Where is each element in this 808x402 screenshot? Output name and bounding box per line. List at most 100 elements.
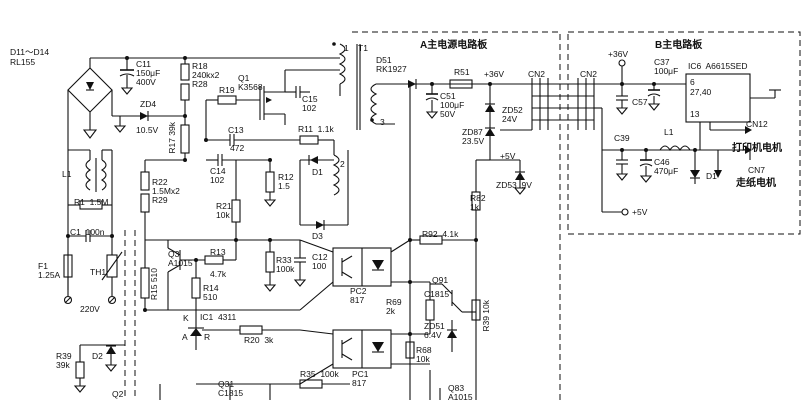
label-d1: D1 xyxy=(312,167,323,177)
label-paper-motor: 走纸电机 xyxy=(736,178,776,189)
transistor-q31-row xyxy=(159,379,350,400)
label-c57: C57 xyxy=(632,97,648,107)
label-r13-value: 4.7k xyxy=(210,269,227,279)
label-r: R xyxy=(204,332,211,342)
mosfet-q1 xyxy=(185,57,340,125)
label-zd53: ZD53 9V xyxy=(496,180,532,190)
label-r20: R20 3k xyxy=(244,335,274,345)
label-c13-value: 472 xyxy=(230,143,245,153)
label-d2: D2 xyxy=(92,351,103,361)
resistor-r21 xyxy=(231,160,241,242)
label-r17: R17 39k xyxy=(167,122,177,154)
label-c14: C14 102 xyxy=(210,166,226,185)
optocoupler-pc2 xyxy=(299,239,411,311)
label-pc2: PC2 817 xyxy=(350,286,367,305)
label-pin3: 3 xyxy=(380,117,385,127)
fuse-thermistor xyxy=(63,251,123,305)
feedback-network xyxy=(405,281,481,400)
label-zd4: ZD4 xyxy=(140,99,157,109)
label-pin13: 13 xyxy=(690,109,700,119)
label-220v: 220V xyxy=(80,304,100,314)
label-pin2740: 27,40 xyxy=(690,87,712,97)
label-rl155: RL155 xyxy=(10,57,36,67)
capacitor-c11 xyxy=(119,58,135,95)
label-zd4-voltage: 10.5V xyxy=(136,125,159,135)
zener-zd4 xyxy=(112,111,185,133)
label-r69: R69 2k xyxy=(386,297,402,316)
label-r82: R82 1k xyxy=(470,193,486,212)
label-ic1: IC1 4311 xyxy=(200,312,237,322)
label-r15: R15 510 xyxy=(149,268,159,301)
transformer-t1 xyxy=(332,42,395,225)
board-b-boundary xyxy=(567,31,801,235)
label-d11-d14: D11～D14 xyxy=(10,47,50,57)
label-c12: C12 100 xyxy=(312,252,328,271)
label-c46: C46 470μF xyxy=(654,157,679,176)
b-board-components xyxy=(602,59,781,184)
resistor-r18-r28 xyxy=(180,58,190,160)
regulator-ic1 xyxy=(188,318,300,350)
label-q3: Q3 A1015 xyxy=(168,249,193,268)
label-r14: R14 510 xyxy=(203,283,219,302)
label-ic6: IC6 A6615SED xyxy=(688,61,748,71)
label-5v-a: +5V xyxy=(500,151,516,161)
label-d3: D3 xyxy=(312,231,323,241)
diode-d1-d3 xyxy=(299,155,348,230)
resistor-r19 xyxy=(205,95,237,140)
capacitor-c15 xyxy=(285,86,310,98)
label-c13: C13 xyxy=(228,125,244,135)
label-k: K xyxy=(183,313,189,323)
label-36v-a: +36V xyxy=(484,69,505,79)
capacitor-c14 xyxy=(206,154,277,207)
label-q31: Q31 C1815 xyxy=(218,379,244,398)
capacitor-c13-row xyxy=(206,134,335,155)
optocoupler-pc1 xyxy=(299,329,410,385)
label-r39-10k: R39 10k xyxy=(481,300,491,332)
label-r68: R68 10k xyxy=(416,345,432,364)
transistor-q3 xyxy=(140,239,300,318)
inductor-l1 xyxy=(67,149,113,205)
capacitor-c51 xyxy=(425,84,439,119)
label-r1: R1 1.5M xyxy=(74,197,109,207)
resistor-r1-capacitor-c1 xyxy=(67,200,113,290)
label-5v-b: +5V xyxy=(632,207,648,217)
label-c39: C39 xyxy=(614,133,630,143)
label-c1815: C1815 xyxy=(424,289,450,299)
label-c1: C1 100n xyxy=(70,227,105,237)
label-r21: R21 10k xyxy=(216,201,232,220)
label-r39-left: R39 39k xyxy=(56,351,72,370)
resistor-r51 xyxy=(449,79,473,89)
board-b-title: B主电路板 xyxy=(655,40,703,51)
label-cn2-a: CN2 xyxy=(528,69,546,79)
label-q83: Q83 A1015 xyxy=(448,383,473,402)
label-c37: C37 100μF xyxy=(654,57,679,76)
label-zd87: ZD87 23.5V xyxy=(462,127,485,146)
label-r51: R51 xyxy=(454,67,470,77)
label-r22: R22 1.5Mx2 R29 xyxy=(152,177,180,205)
label-pc1: PC1 817 xyxy=(352,369,369,388)
label-c51: C51 100μF 50V xyxy=(440,91,465,119)
label-c15: C15 102 xyxy=(302,94,318,113)
resistor-r33-capacitor-c12 xyxy=(263,240,307,292)
label-d51: D51 RK1927 xyxy=(376,55,407,74)
label-r33: R33 100k xyxy=(276,255,295,274)
label-th1: TH1 xyxy=(90,267,107,277)
bridge-rectifier xyxy=(67,57,185,150)
label-r18: R18 240kx2 R28 xyxy=(192,61,220,89)
label-c11: C11 150μF 400V xyxy=(136,59,161,87)
label-cn12: CN12 xyxy=(746,119,768,129)
label-q91: Q91 xyxy=(432,275,449,285)
junction-dots xyxy=(66,56,697,336)
label-r13: R13 xyxy=(210,247,226,257)
label-pin2: 2 xyxy=(340,159,345,169)
label-pin6: 6 xyxy=(690,77,695,87)
connector-cn2 xyxy=(500,78,686,216)
label-r11: R11 1.1k xyxy=(298,124,334,134)
label-r92: R92 4.1k xyxy=(422,229,459,239)
label-r19: R19 xyxy=(219,85,235,95)
label-36v-b: +36V xyxy=(608,49,629,59)
board-a-boundary xyxy=(352,31,561,400)
label-d1b: D1 xyxy=(706,171,717,181)
resistor-r22-r29 xyxy=(140,159,185,240)
